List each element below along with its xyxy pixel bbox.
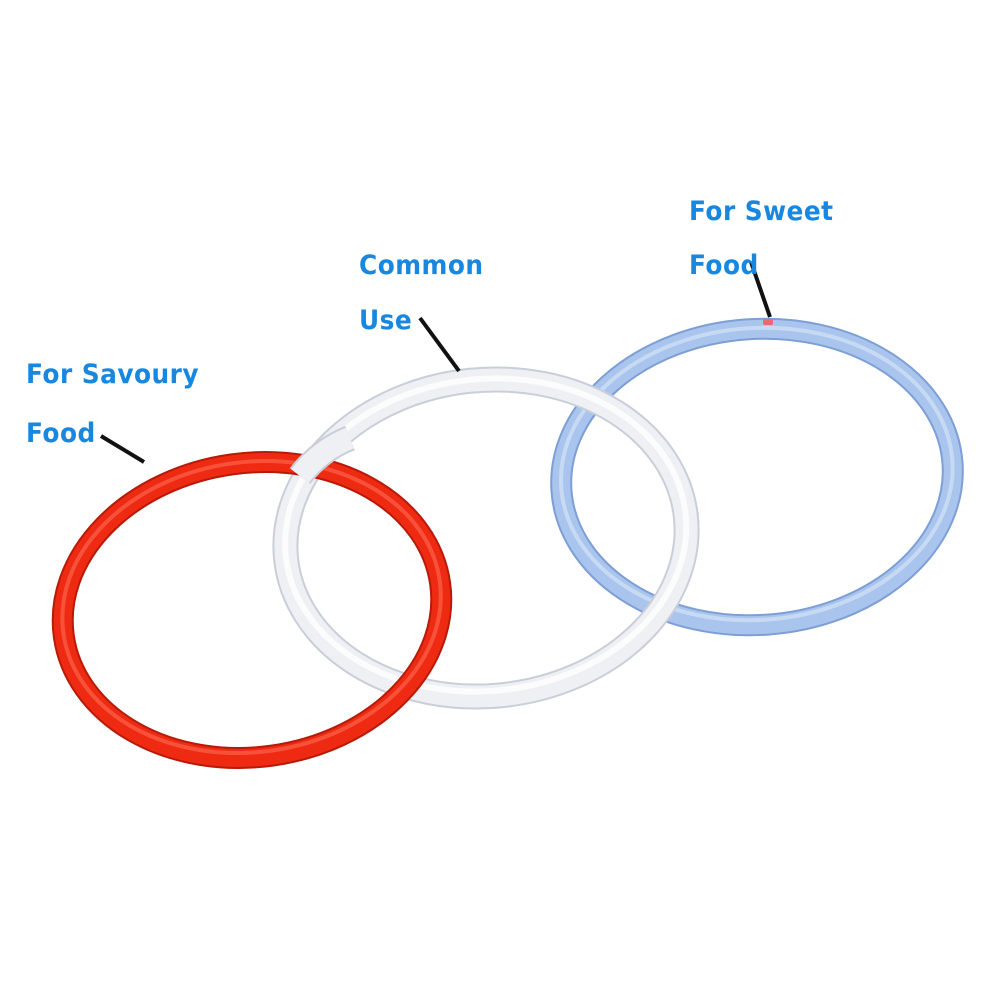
label-common-line1: Common <box>359 250 484 281</box>
label-sweet-line2: Food <box>689 250 759 281</box>
sweet-pointer-line <box>749 261 772 318</box>
red-sealing-ring <box>51 451 453 769</box>
label-savoury-line1: For Savoury <box>26 359 200 390</box>
label-savoury-line2: Food <box>26 418 96 449</box>
label-common-line2: Use <box>359 305 413 336</box>
ring-tab-mark <box>763 319 773 325</box>
savoury-pointer-line <box>99 434 146 464</box>
white-ring-overlap <box>289 425 356 485</box>
white-sealing-ring <box>272 366 700 710</box>
common-pointer-line <box>418 316 461 373</box>
blue-sealing-ring <box>550 317 964 637</box>
label-sweet-line1: For Sweet <box>689 196 834 227</box>
